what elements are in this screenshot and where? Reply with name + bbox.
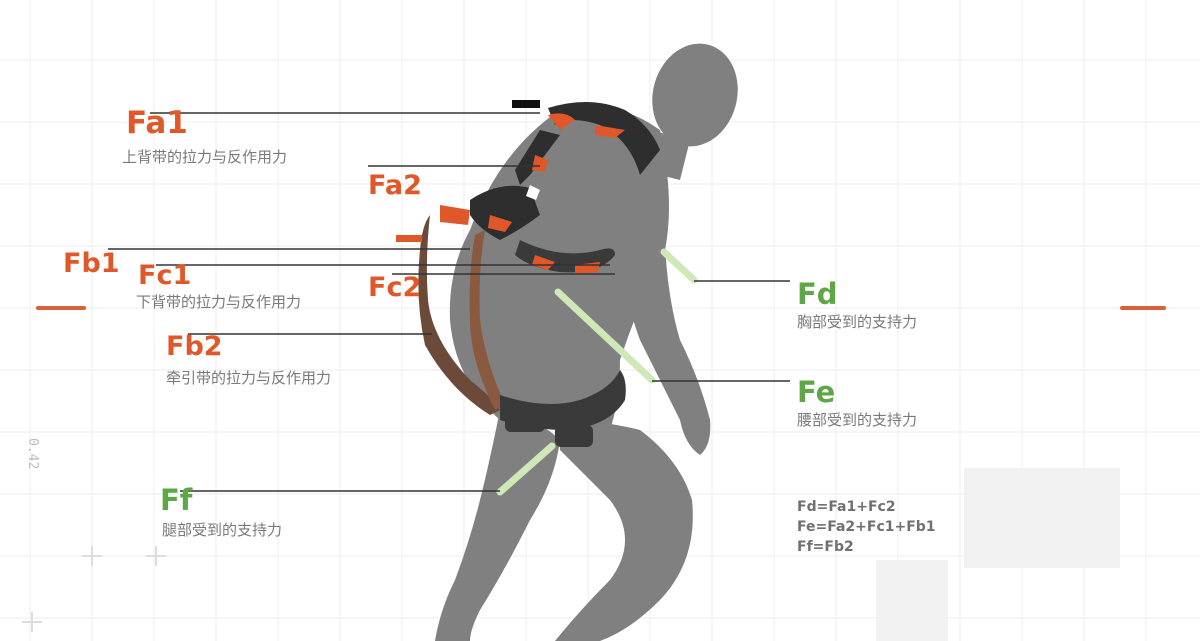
desc-fe: 腰部受到的支持力 bbox=[797, 411, 918, 429]
marker-dash bbox=[512, 100, 540, 108]
formula-fd: Fd=Fa1+Fc2 bbox=[797, 499, 896, 515]
side-marker-right bbox=[1120, 306, 1166, 310]
label-fb2: Fb2 bbox=[166, 331, 223, 362]
bg-box bbox=[964, 468, 1120, 568]
label-fa2: Fa2 bbox=[368, 170, 422, 201]
label-fc2: Fc2 bbox=[368, 272, 422, 303]
desc-ff: 腿部受到的支持力 bbox=[162, 521, 283, 539]
marker-dash-orange bbox=[396, 235, 422, 242]
side-text: 0.42 bbox=[25, 438, 40, 470]
label-fc1: Fc1 bbox=[138, 260, 192, 291]
label-fb1: Fb1 bbox=[63, 248, 120, 279]
leader-lines bbox=[108, 112, 790, 492]
formula-ff: Ff=Fb2 bbox=[797, 539, 854, 555]
label-fe: Fe bbox=[797, 375, 836, 409]
formula-fe: Fe=Fa2+Fc1+Fb1 bbox=[797, 519, 936, 535]
label-fa1: Fa1 bbox=[126, 105, 188, 141]
desc-fd: 胸部受到的支持力 bbox=[797, 313, 918, 331]
desc-fc1: 下背带的拉力与反作用力 bbox=[136, 293, 302, 311]
label-fd: Fd bbox=[797, 277, 838, 311]
side-marker-left bbox=[36, 306, 86, 310]
desc-fb2: 牵引带的拉力与反作用力 bbox=[166, 369, 332, 387]
cross-marks bbox=[22, 546, 166, 632]
label-ff: Ff bbox=[160, 483, 193, 517]
bg-box bbox=[876, 560, 948, 641]
support-arrows bbox=[496, 248, 698, 496]
desc-fa1: 上背带的拉力与反作用力 bbox=[122, 148, 288, 166]
